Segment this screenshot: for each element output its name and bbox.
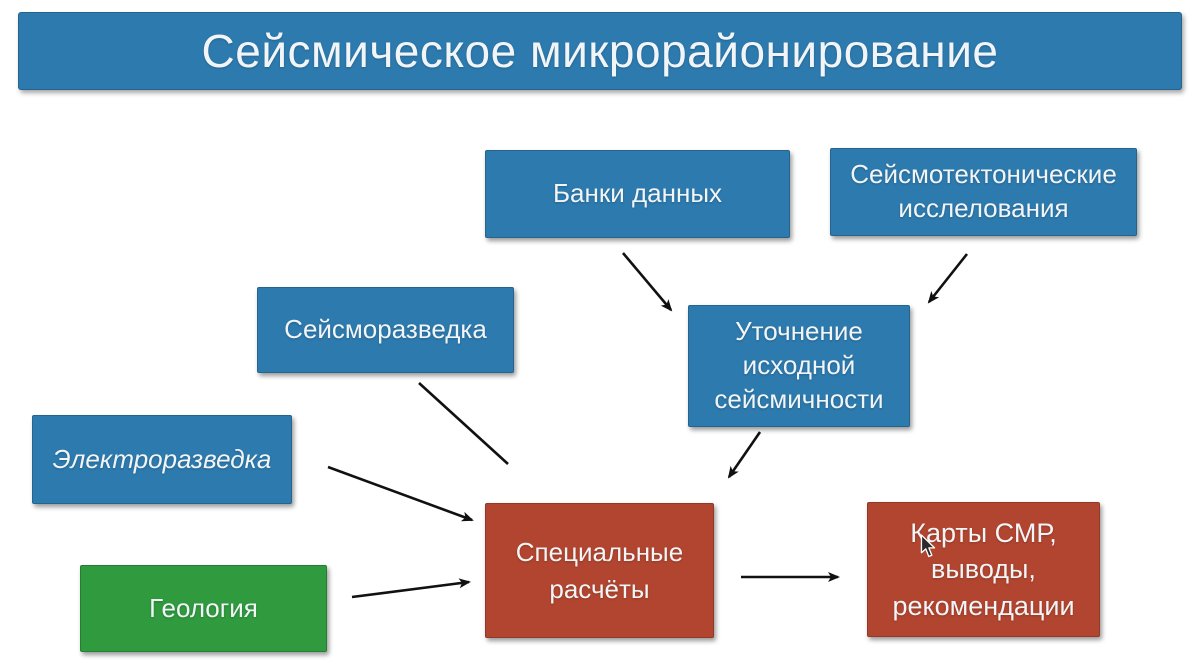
diagram-node-seismorazvedka: Сейсморазведка (257, 287, 514, 373)
node-label: Сейсмотектонические исслелования (850, 159, 1117, 223)
diagram-node-geologiya: Геология (80, 565, 327, 652)
arrow-utochnenie-to-raschety (727, 431, 762, 479)
arrow-banki-to-utochnenie (622, 252, 673, 312)
slide-title: Сейсмическое микрорайонирование (201, 25, 999, 77)
diagram-node-karty-smr: Карты СМР, выводы, рекомендации (867, 502, 1100, 637)
arrow-elektrorazvedka-to-raschety (327, 465, 474, 522)
slide-title-banner: Сейсмическое микрорайонирование (18, 12, 1182, 90)
node-label: Специальные расчёты (515, 537, 684, 604)
diagram-node-seismotektonicheskie-issledovaniya: Сейсмотектонические исслелования (830, 148, 1137, 236)
node-label: Банки данных (552, 178, 723, 209)
node-label: Геология (149, 592, 258, 623)
node-label: Карты СМР, выводы, рекомендации (892, 517, 1075, 621)
diagram-node-specialnye-raschety: Специальные расчёты (485, 503, 714, 638)
node-label: Сейсморазведка (284, 314, 487, 345)
diagram-node-utochnenie-ishodnoy-seismichnosti: Уточнение исходной сейсмичности (688, 305, 910, 427)
arrow-seismotektonika-to-utochnenie (927, 253, 969, 304)
node-label: Электроразведка (52, 443, 272, 474)
diagram-node-banki-dannyh: Банки данных (485, 150, 790, 238)
arrow-geologia-to-raschety (351, 578, 471, 599)
node-label: Уточнение исходной сейсмичности (714, 316, 884, 414)
diagram-node-elektrorazvedka: Электроразведка (32, 415, 292, 504)
arrow-seismorazvedka-to-raschety (418, 382, 509, 465)
